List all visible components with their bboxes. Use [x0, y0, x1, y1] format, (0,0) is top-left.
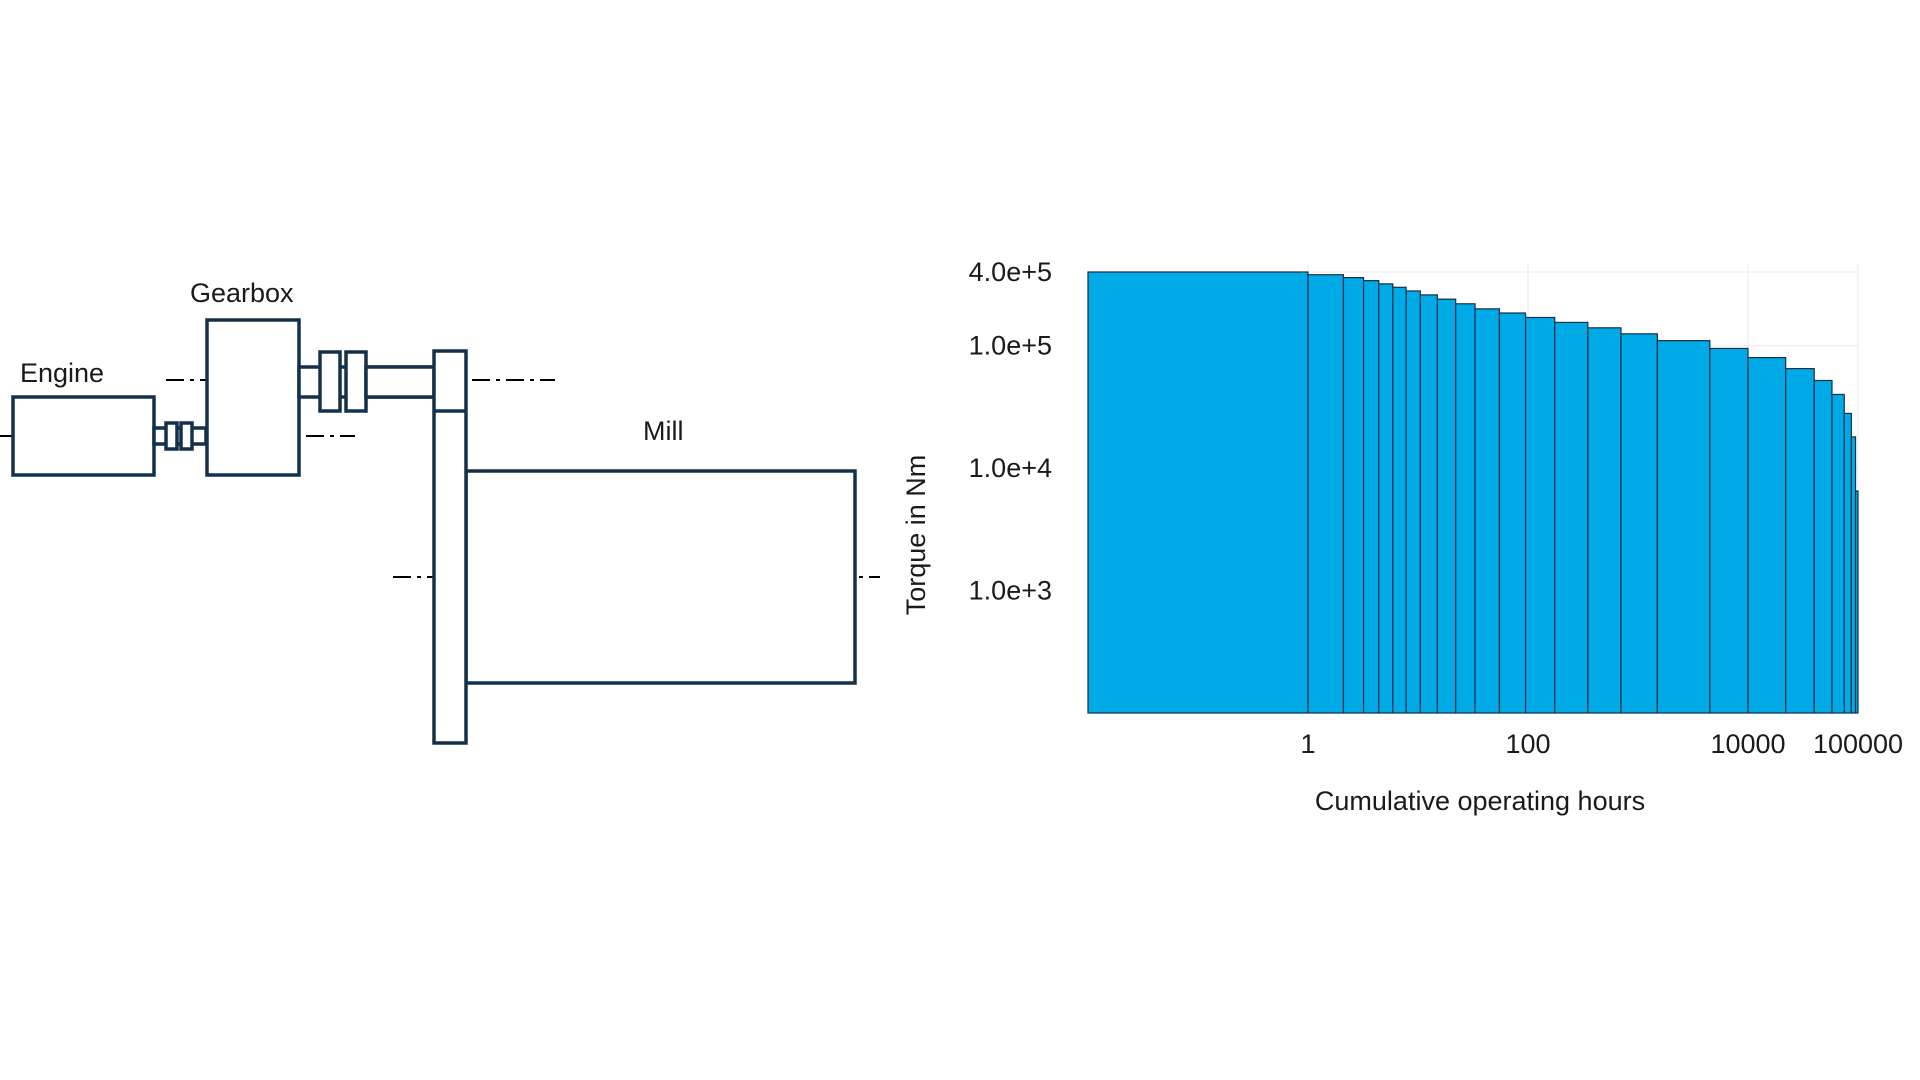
girth-gear [432, 349, 468, 745]
histogram-bar [1785, 368, 1815, 714]
histogram-bar [1831, 393, 1845, 714]
x-tick-label: 100 [1505, 729, 1550, 759]
histogram-bar [1620, 333, 1658, 714]
histogram-bar [1392, 286, 1407, 714]
engine-coupling-left [164, 421, 179, 451]
histogram-bar [1498, 312, 1527, 714]
histogram-bar [1378, 283, 1394, 714]
y-tick-label: 1.0e+3 [969, 576, 1052, 606]
engine-coupling-right [179, 421, 194, 451]
x-tick-label: 1 [1300, 729, 1315, 759]
histogram-bar [1656, 340, 1711, 714]
gearbox-block [205, 318, 301, 477]
histogram-bar [1362, 280, 1380, 714]
gearbox-coupling-left [318, 350, 342, 413]
histogram-bar [1813, 379, 1833, 714]
mill-label: Mill [643, 416, 684, 446]
histogram-bar [1342, 277, 1365, 714]
x-tick-label: 10000 [1710, 729, 1785, 759]
mill-body [464, 469, 857, 685]
histogram-bar [1709, 347, 1749, 714]
histogram-bar [1747, 356, 1787, 714]
histogram-bar [1474, 308, 1501, 714]
histogram-bar [1087, 271, 1309, 714]
x-axis-label: Cumulative operating hours [1315, 786, 1645, 816]
x-tick-label: 100000 [1813, 729, 1903, 759]
gearbox-label: Gearbox [190, 278, 294, 308]
histogram-bar [1455, 303, 1476, 714]
y-tick-label: 1.0e+5 [969, 331, 1052, 361]
y-axis-label: Torque in Nm [901, 455, 931, 616]
histogram-bar [1554, 321, 1589, 714]
histogram-bar [1307, 274, 1345, 714]
histogram-bar [1854, 490, 1859, 714]
y-tick-labels: 4.0e+5 1.0e+5 1.0e+4 1.0e+3 [969, 257, 1052, 606]
histogram-bar [1587, 327, 1622, 714]
components [11, 318, 857, 745]
x-tick-labels: 1 100 10000 100000 [1300, 729, 1903, 759]
histogram-bar [1850, 436, 1857, 714]
y-tick-label: 1.0e+4 [969, 453, 1052, 483]
histogram-bar [1524, 316, 1556, 714]
histogram-bar [1843, 412, 1852, 714]
histogram-bar [1419, 294, 1438, 714]
bars [1087, 271, 1859, 714]
histogram-bar [1405, 290, 1421, 714]
drivetrain-diagram: Engine Gearbox Mill [0, 278, 880, 745]
engine-label: Engine [20, 358, 104, 388]
histogram-bar [1436, 298, 1457, 714]
y-tick-label: 4.0e+5 [969, 257, 1052, 287]
